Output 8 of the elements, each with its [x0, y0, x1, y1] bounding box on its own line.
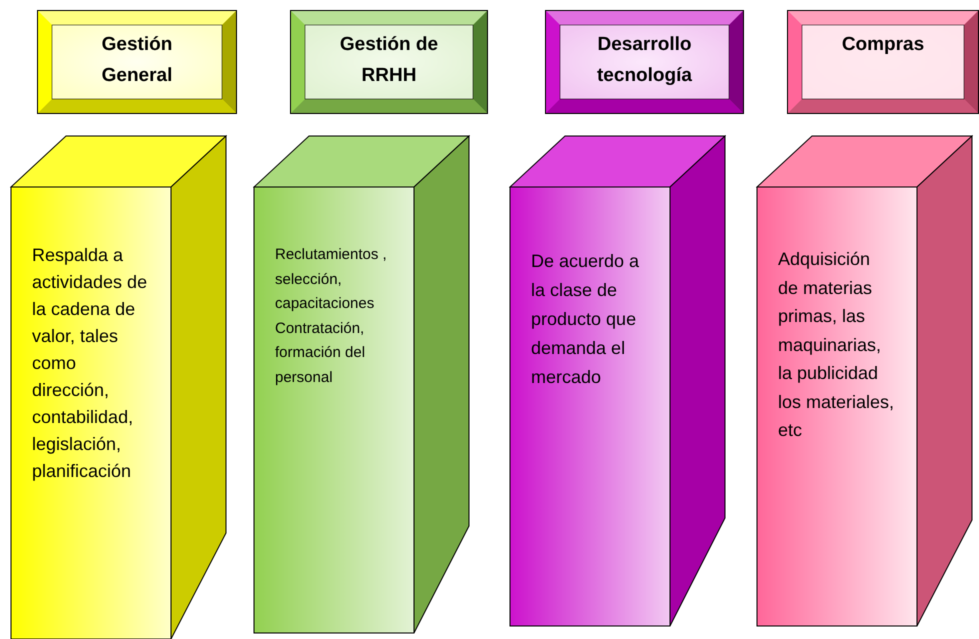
description-text: Reclutamientos , selección, capacitaciones Contratación, formación del personal — [275, 245, 388, 388]
description-text: De acuerdo a la clase de producto que demanda el mercado — [531, 250, 640, 389]
header-label: Desarrollo tecnología — [596, 33, 693, 88]
header-label: Gestión General — [100, 33, 174, 88]
description-text: Respalda a actividades de la cadena de valor, tales como dirección, contabilidad, legislación, planificación — [32, 244, 148, 483]
header-label: Gestión de RRHH — [338, 33, 440, 88]
description-text: Adquisición de materias primas, las maquinarias, la publicidad los materiales, etc — [778, 248, 895, 442]
header-label: Compras — [842, 33, 924, 57]
